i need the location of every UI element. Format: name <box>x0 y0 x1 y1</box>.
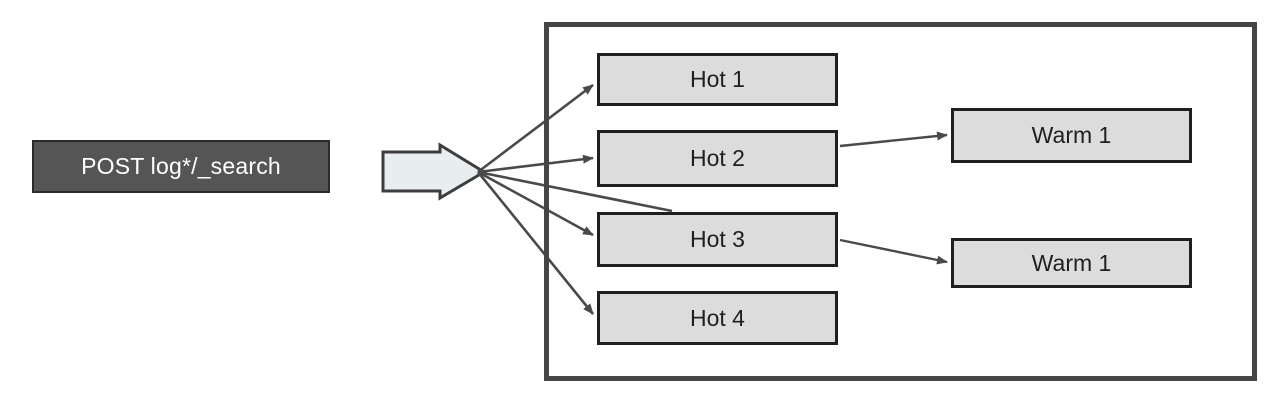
warm-node-1[interactable]: Warm 1 <box>951 108 1192 163</box>
hot-node-1[interactable]: Hot 1 <box>597 53 838 106</box>
hot-node-2[interactable]: Hot 2 <box>597 130 838 187</box>
warm-node-2[interactable]: Warm 1 <box>951 238 1192 288</box>
hot-node-4[interactable]: Hot 4 <box>597 291 838 345</box>
request-node[interactable]: POST log*/_search <box>32 140 330 193</box>
hot-node-3[interactable]: Hot 3 <box>597 212 838 267</box>
tier-container <box>544 22 1257 381</box>
block-arrow-shape <box>381 142 487 201</box>
